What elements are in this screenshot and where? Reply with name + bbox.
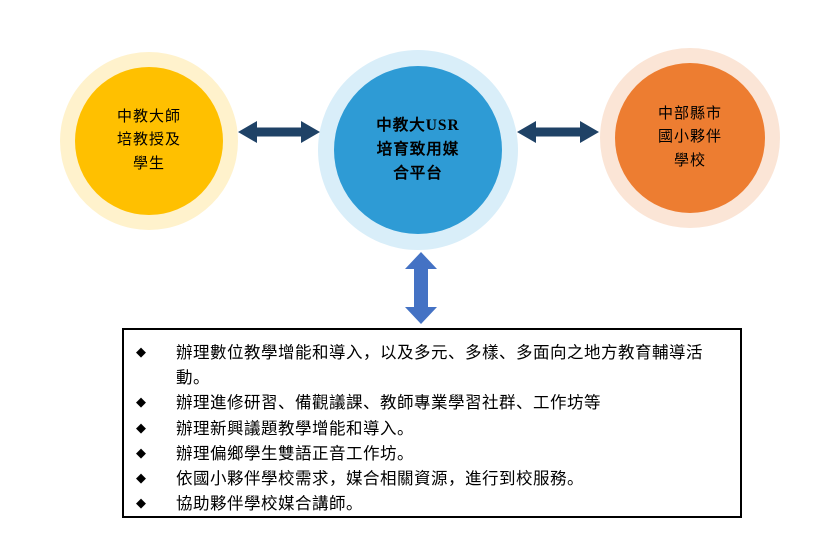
diamond-bullet-icon: ◆ — [136, 394, 146, 410]
list-item: ◆ 協助夥伴學校媒合講師。 — [136, 491, 726, 516]
diamond-bullet-icon: ◆ — [136, 419, 146, 435]
list-item: ◆ 依國小夥伴學校需求，媒合相關資源，進行到校服務。 — [136, 466, 726, 491]
list-item-text: 協助夥伴學校媒合講師。 — [176, 494, 363, 514]
diamond-bullet-icon: ◆ — [136, 444, 146, 460]
node-left-line-3: 學生 — [132, 155, 165, 172]
node-right-line-1: 中部縣市 — [657, 106, 722, 123]
list-item-text: 依國小夥伴學校需求，媒合相關資源，進行到校服務。 — [176, 469, 584, 489]
list-item: ◆ 辦理數位教學增能和導入，以及多元、多樣、多面向之地方教育輔導活動。 — [136, 340, 726, 390]
diamond-bullet-icon: ◆ — [136, 470, 146, 486]
node-left-circle: 中教大師 培教授及 學生 — [75, 67, 223, 215]
list-item: ◆ 辦理新興議題教學增能和導入。 — [136, 416, 726, 441]
list-item-text: 辦理偏鄉學生雙語正音工作坊。 — [176, 443, 414, 463]
list-item: ◆ 辦理進修研習、備觀議課、教師專業學習社群、工作坊等 — [136, 390, 726, 415]
node-right-line-2: 國小夥伴 — [657, 129, 722, 146]
activities-box: ◆ 辦理數位教學增能和導入，以及多元、多樣、多面向之地方教育輔導活動。 ◆ 辦理… — [122, 328, 742, 518]
node-center-line-3: 合平台 — [393, 165, 443, 182]
node-left-line-1: 中教大師 — [116, 109, 181, 126]
node-center-line-2: 培育致用媒 — [376, 140, 460, 158]
node-right-circle: 中部縣市 國小夥伴 學校 — [615, 63, 765, 213]
double-arrow-center-right-icon — [517, 118, 599, 146]
diamond-bullet-icon: ◆ — [136, 495, 146, 511]
node-center-circle: 中教大USR 培育致用媒 合平台 — [334, 66, 502, 234]
list-item: ◆ 辦理偏鄉學生雙語正音工作坊。 — [136, 441, 726, 466]
double-arrow-left-center-icon — [238, 118, 320, 146]
list-item-text: 辦理新興議題教學增能和導入。 — [176, 418, 414, 438]
node-left-line-2: 培教授及 — [116, 132, 181, 149]
diamond-bullet-icon: ◆ — [136, 344, 146, 359]
node-center-line-1: 中教大USR — [376, 116, 460, 134]
list-item-text: 辦理進修研習、備觀議課、教師專業學習社群、工作坊等 — [176, 393, 601, 413]
activity-list: ◆ 辦理數位教學增能和導入，以及多元、多樣、多面向之地方教育輔導活動。 ◆ 辦理… — [136, 340, 726, 517]
node-center-halo: 中教大USR 培育致用媒 合平台 — [318, 50, 518, 250]
node-left-halo: 中教大師 培教授及 學生 — [60, 52, 238, 230]
list-item-text: 辦理數位教學增能和導入，以及多元、多樣、多面向之地方教育輔導活動。 — [176, 343, 703, 388]
double-arrow-center-box-icon — [403, 252, 439, 324]
node-right-halo: 中部縣市 國小夥伴 學校 — [600, 48, 780, 228]
node-right-line-3: 學校 — [673, 152, 706, 169]
